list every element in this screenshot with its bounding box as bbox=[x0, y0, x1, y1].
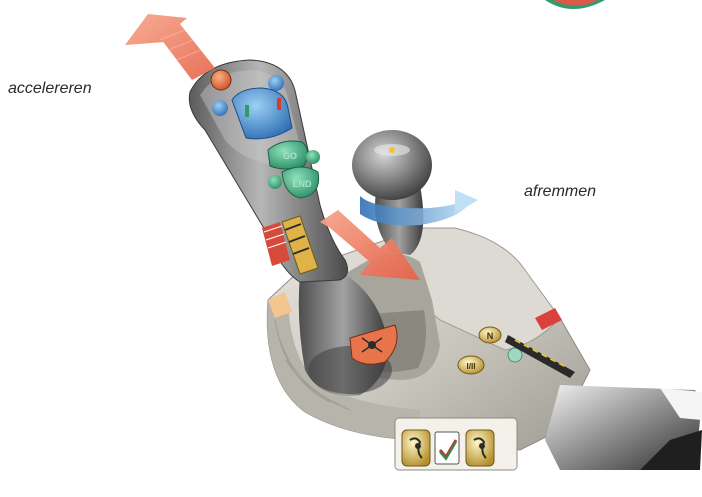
range-switch-i-ii-label: I/II bbox=[467, 362, 476, 371]
badge-corner bbox=[545, 0, 605, 9]
check-icon bbox=[435, 432, 459, 464]
accelerate-arrow-icon bbox=[125, 14, 215, 80]
brake-label: afremmen bbox=[524, 183, 596, 201]
blue-button-right[interactable] bbox=[268, 75, 284, 91]
hitch-icon bbox=[466, 430, 494, 466]
range-switch-n-label: N bbox=[487, 331, 494, 341]
range-switch-i-ii[interactable]: I/II bbox=[458, 356, 484, 374]
green-button-right[interactable] bbox=[306, 150, 320, 164]
blue-button-left[interactable] bbox=[212, 100, 228, 116]
accelerate-label: accelereren bbox=[8, 80, 92, 98]
end-button-label: END bbox=[292, 179, 312, 189]
green-button-left[interactable] bbox=[268, 175, 282, 189]
range-switch-n[interactable]: N bbox=[479, 327, 501, 343]
stop-button[interactable] bbox=[211, 70, 231, 90]
go-button-label: GO bbox=[283, 151, 297, 161]
hitch-icon bbox=[402, 430, 430, 466]
